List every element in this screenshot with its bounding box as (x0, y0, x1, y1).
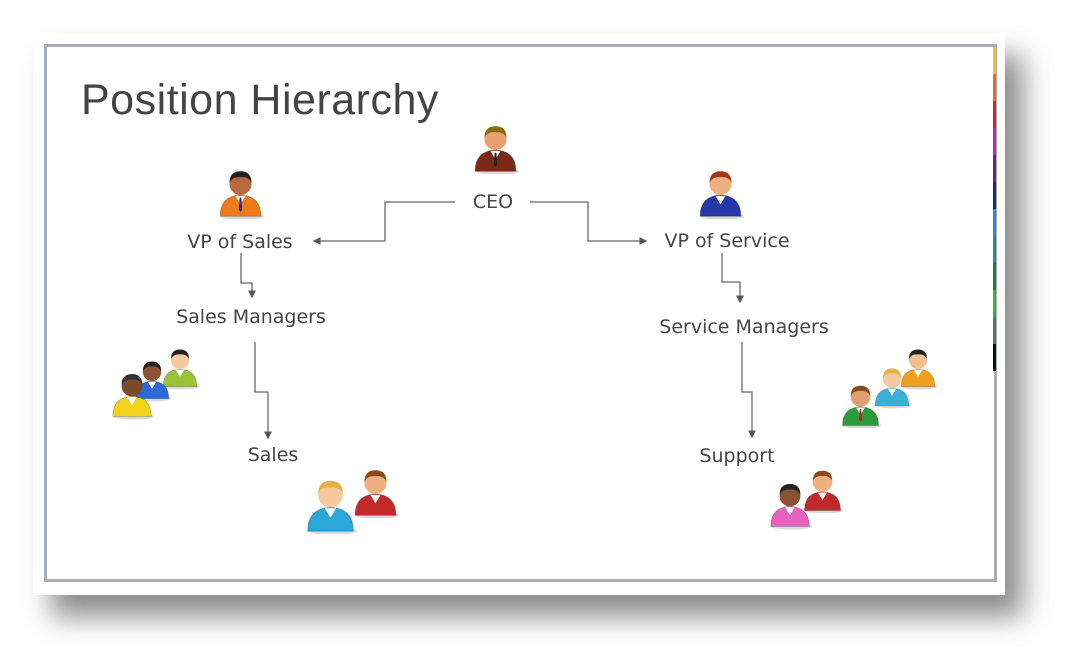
connector-vp-sales-managers (240, 253, 256, 299)
strip-segment (993, 344, 996, 371)
strip-segment (993, 263, 996, 290)
strip-segment (993, 101, 996, 128)
node-service-managers: Service Managers (659, 316, 829, 338)
node-sales-managers: Sales Managers (176, 306, 326, 328)
person-icon (215, 167, 266, 224)
strip-segment (993, 209, 996, 236)
connector-ceo-vp-service (530, 201, 648, 245)
strip-segment (993, 236, 996, 263)
connector-managers-sales (254, 342, 272, 440)
node-vp-service: VP of Service (664, 230, 790, 252)
strip-segment (993, 155, 996, 182)
connector-vp-service-managers (721, 253, 744, 304)
node-support: Support (699, 445, 775, 467)
node-vp-sales: VP of Sales (187, 231, 293, 253)
person-icon (159, 346, 201, 393)
person-icon (350, 466, 401, 523)
person-icon (871, 365, 913, 412)
node-ceo: CEO (472, 191, 514, 213)
page-title: Position Hierarchy (81, 76, 439, 124)
strip-segment (993, 47, 996, 74)
connector-ceo-vp-sales (312, 201, 455, 245)
strip-segment (993, 182, 996, 209)
strip-segment (993, 74, 996, 101)
person-icon (695, 167, 746, 224)
color-accent-strip (993, 47, 996, 371)
person-icon (897, 346, 939, 393)
slide (44, 44, 997, 582)
person-icon (800, 467, 845, 518)
person-icon (108, 370, 156, 424)
person-icon (838, 382, 883, 433)
strip-segment (993, 290, 996, 317)
strip-segment (993, 317, 996, 344)
person-icon (766, 480, 814, 534)
node-sales: Sales (247, 444, 299, 466)
person-icon (470, 122, 521, 179)
person-icon (302, 476, 359, 539)
connector-service-managers-support (741, 342, 756, 439)
strip-segment (993, 128, 996, 155)
